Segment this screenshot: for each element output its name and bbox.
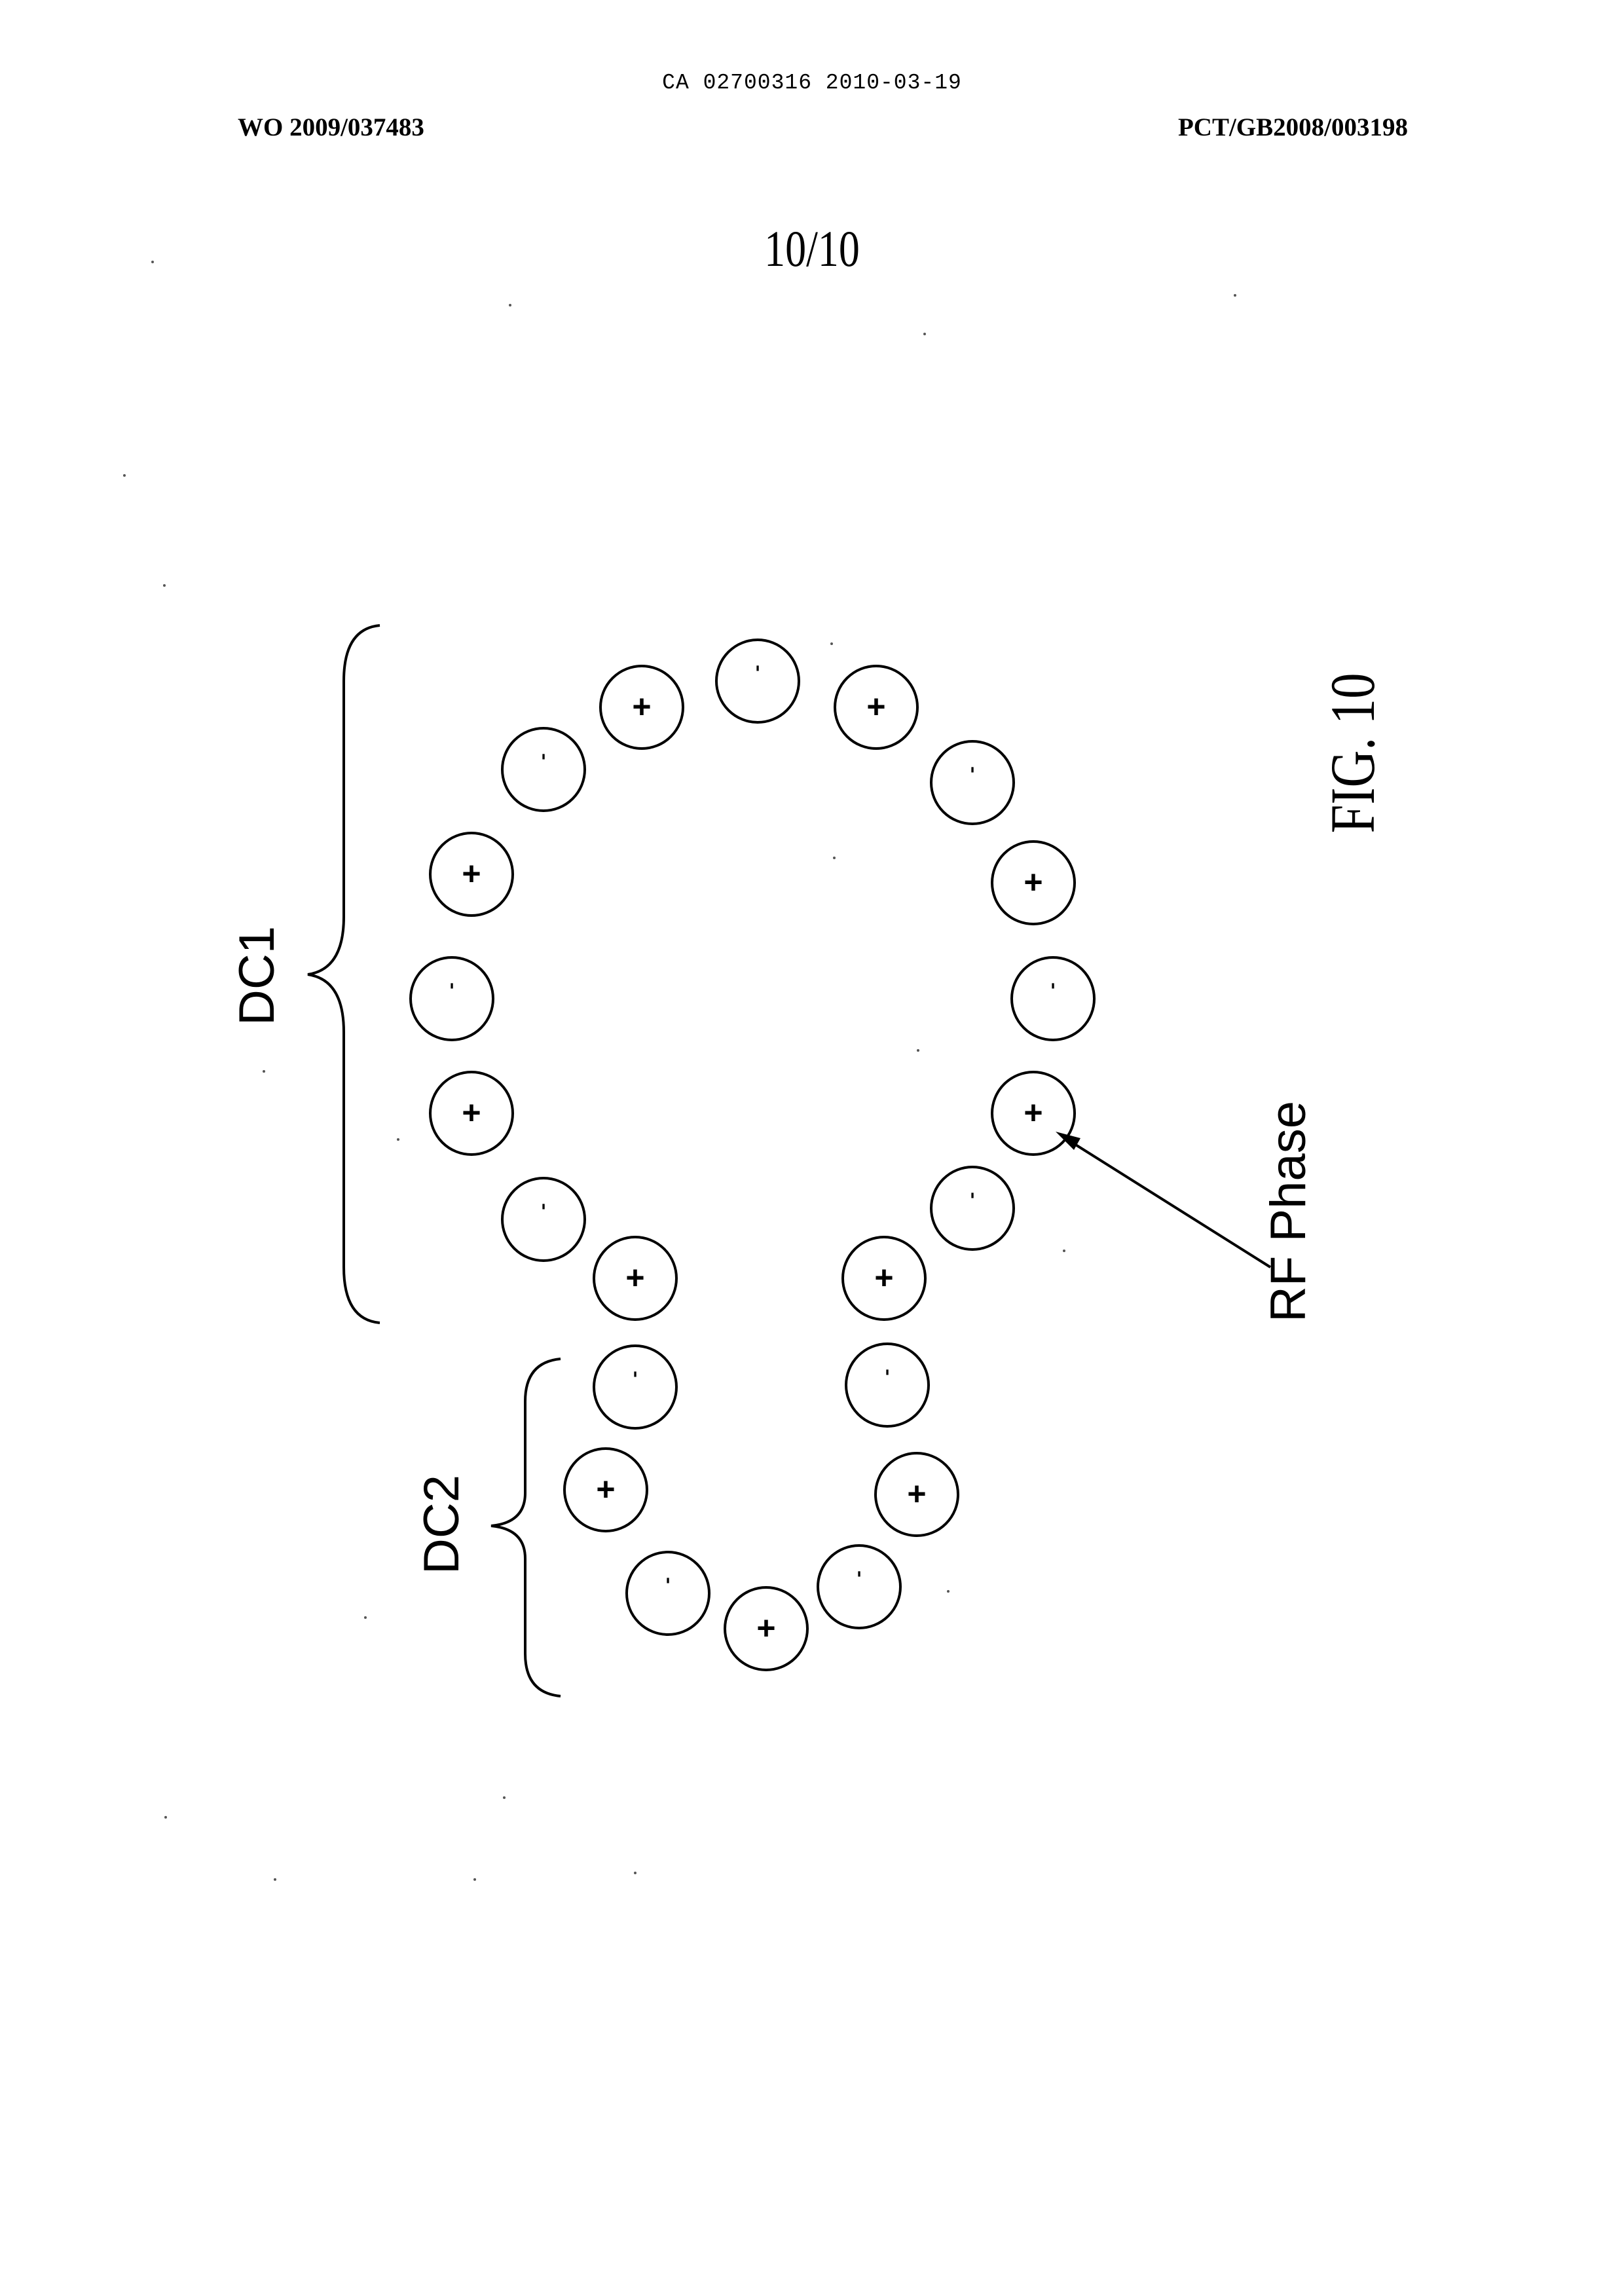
electrode: + xyxy=(430,833,513,916)
plus-sign: + xyxy=(1024,1094,1043,1131)
electrode: + xyxy=(843,1237,925,1320)
plus-sign: + xyxy=(756,1610,775,1646)
electrode: ˈ xyxy=(594,1346,676,1428)
plus-sign: + xyxy=(596,1471,615,1508)
minus-sign: ˈ xyxy=(538,749,548,783)
minus-sign: ˈ xyxy=(447,978,456,1012)
electrode: + xyxy=(430,1072,513,1155)
dc2-label: DC2 xyxy=(414,1475,470,1574)
rf-phase-arrow xyxy=(1062,1136,1270,1267)
plus-sign: + xyxy=(874,1259,893,1296)
plus-sign: + xyxy=(632,688,651,725)
electrode: ˈ xyxy=(716,640,799,722)
electrode: + xyxy=(835,666,917,749)
electrode: ˈ xyxy=(502,728,585,811)
dc2-brace xyxy=(491,1359,561,1696)
minus-sign: ˈ xyxy=(967,762,977,796)
electrode: ˈ xyxy=(627,1552,709,1635)
rf-phase-label: RF Phase xyxy=(1261,1101,1316,1322)
scan-specks xyxy=(123,261,1236,1881)
plus-sign: + xyxy=(1024,864,1043,900)
electrode: ˈ xyxy=(931,741,1014,824)
electrode: ˈ xyxy=(846,1344,929,1426)
plus-sign: + xyxy=(625,1259,644,1296)
electrode: + xyxy=(992,1072,1075,1155)
electrode: + xyxy=(600,666,683,749)
electrode: ˈ xyxy=(411,957,493,1040)
minus-sign: ˈ xyxy=(854,1566,864,1600)
electrode: ˈ xyxy=(502,1178,585,1261)
electrode: ˈ xyxy=(1012,957,1094,1040)
electrode: + xyxy=(594,1237,676,1320)
electrode: + xyxy=(876,1453,958,1536)
minus-sign: ˈ xyxy=(882,1364,892,1398)
minus-sign: ˈ xyxy=(967,1187,977,1221)
electrode: + xyxy=(725,1587,807,1670)
plus-sign: + xyxy=(907,1475,926,1512)
electrode: + xyxy=(992,842,1075,924)
electrode: + xyxy=(564,1449,647,1531)
electrode: ˈ xyxy=(931,1167,1014,1250)
minus-sign: ˈ xyxy=(663,1572,673,1606)
minus-sign: ˈ xyxy=(752,660,762,694)
dc1-brace xyxy=(308,625,380,1323)
electrode: ˈ xyxy=(818,1546,900,1628)
figure-label: FIG. 10 xyxy=(1318,673,1388,834)
minus-sign: ˈ xyxy=(538,1198,548,1232)
plus-sign: + xyxy=(462,855,481,892)
minus-sign: ˈ xyxy=(1048,978,1058,1012)
minus-sign: ˈ xyxy=(630,1366,640,1400)
dc1-label: DC1 xyxy=(229,926,285,1026)
plus-sign: + xyxy=(866,688,885,725)
electrode-ring: ˈ + + ˈ ˈ + + ˈ ˈ + + ˈ ˈ + + ˈ ˈ + + ˈ ˈ + xyxy=(411,640,1094,1670)
plus-sign: + xyxy=(462,1094,481,1131)
